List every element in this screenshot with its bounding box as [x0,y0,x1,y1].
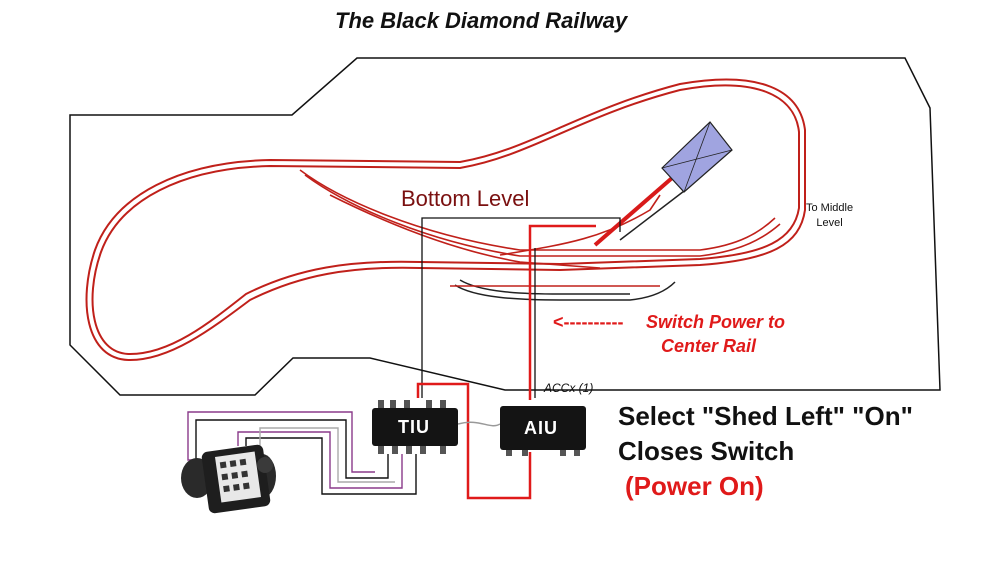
instruction-line2: Closes Switch [618,436,795,466]
accx-label: ACCx (1) [544,381,594,395]
middle-label-line2: Level [816,217,843,229]
shed-spur-track-2 [619,187,689,241]
track-yard [299,169,781,269]
track-main-loop [85,78,806,362]
instruction-line1: Select "Shed Left" "On" [618,401,913,431]
wire-black-tiu-track [421,217,621,398]
aiu-module [500,406,586,456]
tiu-label: TIU [398,417,430,437]
controller-wires [187,411,417,495]
board-outline [69,57,941,396]
tiu-module [372,400,458,454]
diagram-title: The Black Diamond Railway [335,8,628,33]
controller-icon [181,444,276,514]
wire-red-switch-power [528,224,596,400]
bottom-level-label: Bottom Level [401,186,530,211]
aiu-label: AIU [524,418,558,438]
switch-note-line1: Switch Power to [646,312,786,332]
instruction-line3: (Power On) [625,471,764,501]
arrow-label: <---------- [553,312,624,332]
shed-spur-track [593,176,674,247]
shed-icon [661,121,733,193]
track-lower-siding [454,279,676,301]
wire-red-loop [416,382,532,500]
switch-note-line2: Center Rail [661,336,757,356]
middle-label-line1: To Middle [806,202,854,214]
middle-level-label: To Middle Level [806,201,853,231]
wire-tiu-aiu [457,421,501,427]
